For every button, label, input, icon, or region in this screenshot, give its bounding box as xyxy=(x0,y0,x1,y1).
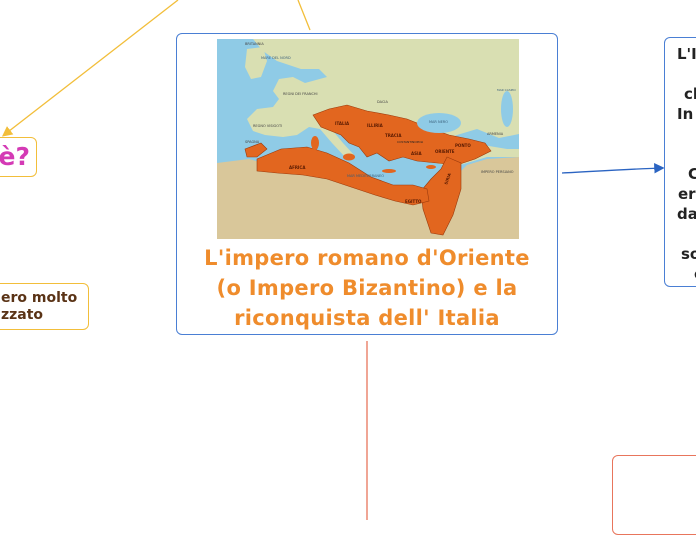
map-label: MAR CASPIO xyxy=(497,88,516,92)
island-sicily xyxy=(343,153,355,161)
central-topic[interactable]: MARE DEL NORD BRITANNIA REGNI DEI FRANCH… xyxy=(176,33,558,335)
map-label: ASIA xyxy=(411,151,422,156)
central-title: L'impero romano d'Oriente (o Impero Biza… xyxy=(177,243,557,333)
map-label: SPAGNA xyxy=(245,140,260,144)
map-label: PONTO xyxy=(455,143,471,148)
right-text-line: er xyxy=(678,185,696,203)
right-text-line: da xyxy=(677,205,696,223)
map-label: EGITTO xyxy=(405,199,422,204)
map-label: DACIA xyxy=(377,100,388,104)
connector-to-right-node xyxy=(561,163,665,174)
map-label: MAR MEDITERRANEO xyxy=(347,174,384,178)
question-node[interactable]: è? xyxy=(0,137,37,177)
map-label: AFRICA xyxy=(289,165,306,170)
sea-caspian xyxy=(501,91,513,127)
right-text-line: C xyxy=(688,164,696,184)
right-text-line: so xyxy=(681,245,696,263)
map-label: MARE DEL NORD xyxy=(261,56,291,60)
island-crete xyxy=(382,169,396,173)
connector-lines xyxy=(1,0,665,520)
question-text: è? xyxy=(0,142,30,171)
empire-africa-coast xyxy=(256,146,430,206)
byzantine-empire-map: MARE DEL NORD BRITANNIA REGNI DEI FRANCH… xyxy=(217,39,519,239)
central-title-line: riconquista dell' Italia xyxy=(234,306,500,330)
empire-text-line: zzato xyxy=(1,307,44,323)
connector-to-question xyxy=(1,0,179,137)
map-label: IMPERO PERSIANO xyxy=(481,170,514,174)
bottom-right-node[interactable] xyxy=(612,455,696,535)
map-label: ARMENIA xyxy=(487,132,504,136)
map-label: TRACIA xyxy=(385,133,402,138)
map-label: REGNI DEI FRANCHI xyxy=(283,92,318,96)
island-cyprus xyxy=(426,165,436,169)
central-title-line: L'impero romano d'Oriente xyxy=(204,246,530,270)
empire-levant xyxy=(420,156,462,236)
sea-black xyxy=(417,113,461,133)
map-label: BRITANNIA xyxy=(245,42,264,46)
map-label: COSTANTINOPOLI xyxy=(397,140,423,144)
map-label: REGNO VISIGOTI xyxy=(253,124,282,128)
right-text-line: c xyxy=(694,264,696,284)
map-label: ITALIA xyxy=(335,121,350,126)
empire-description-node[interactable]: ero molto zzato xyxy=(0,283,89,330)
map-label: ILLIRIA xyxy=(367,123,384,128)
island-sardinia xyxy=(311,136,319,150)
map-label: ORIENTE xyxy=(435,149,455,154)
map-label: MAR NERO xyxy=(429,120,448,124)
central-title-line: (o Impero Bizantino) e la xyxy=(216,276,518,300)
right-text-node[interactable]: L'I ch In C er da so c xyxy=(664,37,696,287)
empire-spain-coast xyxy=(244,142,268,158)
connector-from-top xyxy=(297,0,311,31)
right-text-line: ch xyxy=(684,85,696,103)
right-text-line: In xyxy=(677,105,694,123)
empire-text-line: ero molto xyxy=(1,290,78,306)
land-britain xyxy=(245,47,267,79)
right-text-line: L'I xyxy=(677,45,696,63)
map-label: SIRIA xyxy=(443,171,452,185)
